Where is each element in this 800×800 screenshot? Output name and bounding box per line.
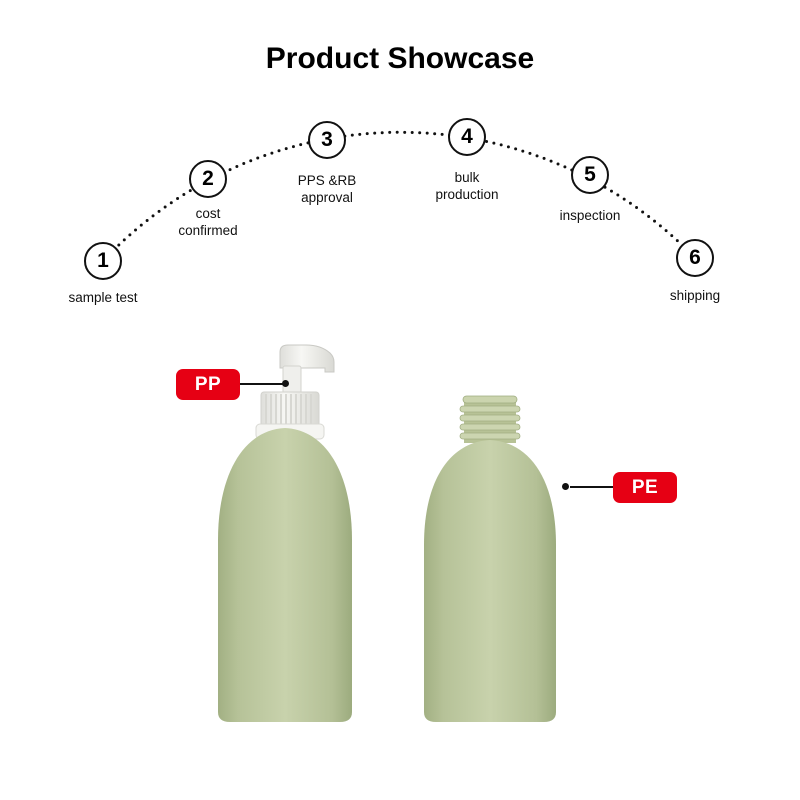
process-arc-dotted-line	[101, 130, 697, 263]
bottle-body-right	[424, 440, 556, 722]
process-step-2: 2	[189, 160, 227, 198]
pp-leader-dot	[282, 380, 289, 387]
product-illustration	[218, 344, 556, 722]
step-circle: 4	[448, 118, 486, 156]
step-circle: 6	[676, 239, 714, 277]
bottle-body-left	[218, 428, 352, 722]
process-step-5: 5	[571, 156, 609, 194]
process-arc	[101, 130, 697, 263]
pe-leader-line	[570, 486, 614, 488]
step-circle: 2	[189, 160, 227, 198]
bottle-neck-rim	[462, 395, 518, 404]
process-step-4: 4	[448, 118, 486, 156]
bottle-open-neck	[424, 395, 556, 722]
step-label-pps-rb-approval: PPS &RB approval	[297, 173, 357, 205]
bottle-neck-threads	[459, 405, 521, 440]
process-step-6: 6	[676, 239, 714, 277]
step-label-bulk-production: bulk production	[435, 170, 499, 202]
step-label-shipping: shipping	[669, 288, 721, 303]
pp-leader-line	[240, 383, 284, 385]
pump-spout	[279, 344, 335, 373]
step-circle: 5	[571, 156, 609, 194]
step-number: 2	[202, 167, 214, 190]
process-step-3: 3	[308, 121, 346, 159]
bottle-with-pump	[218, 344, 352, 722]
material-tag-pp: PP	[176, 369, 240, 400]
page-title: Product Showcase	[265, 42, 535, 75]
step-label-sample-test: sample test	[68, 290, 138, 305]
material-tag-pe: PE	[613, 472, 677, 503]
step-label-inspection: inspection	[559, 208, 621, 223]
step-circle: 3	[308, 121, 346, 159]
step-number: 6	[689, 246, 701, 269]
pump-collar-ribs	[265, 394, 312, 424]
step-number: 4	[461, 125, 473, 148]
step-number: 3	[321, 128, 333, 151]
process-step-1: 1	[84, 242, 122, 280]
step-circle: 1	[84, 242, 122, 280]
step-number: 5	[584, 163, 596, 186]
step-label-cost-confirmed: cost confirmed	[178, 206, 238, 238]
pe-leader-dot	[562, 483, 569, 490]
step-number: 1	[97, 249, 109, 272]
